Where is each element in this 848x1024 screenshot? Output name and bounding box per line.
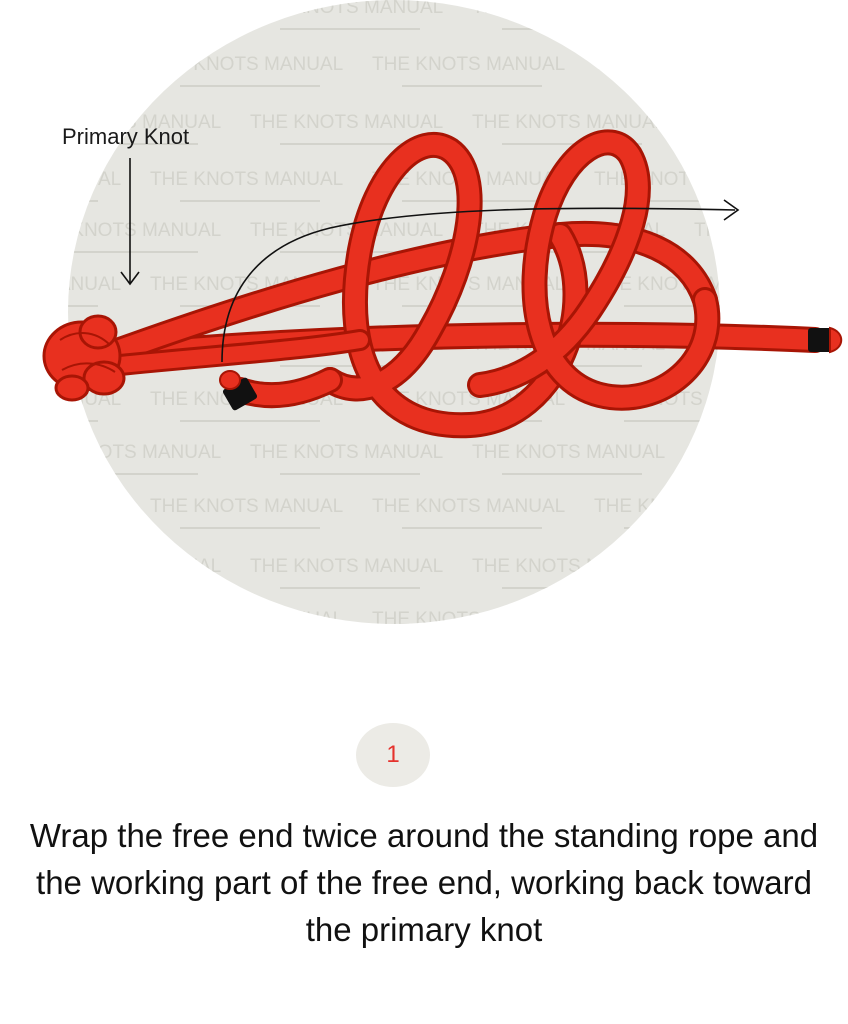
background-circle <box>68 0 720 624</box>
watermark-text: THE KNOTS MANUAL <box>250 112 443 133</box>
watermark-text: THE KNOTS MANUAL <box>150 169 343 190</box>
watermark-text: THE KNOTS MANUAL <box>694 0 848 18</box>
watermark-text: THE KNOTS MANUAL <box>0 169 121 190</box>
watermark-text: THE KNOTS MANUAL <box>28 0 221 18</box>
watermark-text: THE KNOTS MANUAL <box>694 112 848 133</box>
watermark-text: THE KNOTS MANUAL <box>150 496 343 517</box>
watermark-text: THE KNOTS MANUAL <box>28 556 221 577</box>
watermark-text: THE KNOTS MANUAL <box>0 609 121 630</box>
watermark-text: THE KNOTS MANUAL <box>250 556 443 577</box>
watermark-text: THE KNOTS MANUAL <box>372 496 565 517</box>
watermark-text: THE KNOTS MANUAL <box>372 54 565 75</box>
watermark-text: THE KNOTS MANUAL <box>816 274 848 295</box>
watermark-text: THE KNOTS MANUAL <box>816 389 848 410</box>
knot-diagram: THE KNOTS MANUAL THE KNOTS MANUAL THE KNOT… <box>0 0 848 630</box>
watermark-text: THE KNOTS MANUAL <box>694 220 848 241</box>
watermark-text: THE KNOTS MANUAL <box>816 54 848 75</box>
watermark-text: THE KNOTS MANUAL <box>594 609 787 630</box>
watermark-text: THE KNOTS MANUAL <box>472 442 665 463</box>
watermark-text: THE KNOTS MANUAL <box>150 609 343 630</box>
watermark-text: THE KNOTS MANUAL <box>250 0 443 18</box>
watermark-text: THE KNOTS MANUAL <box>28 220 221 241</box>
primary-knot-label: Primary Knot <box>62 124 190 149</box>
primary-knot-indicator-arrow <box>120 158 140 286</box>
watermark-text: THE KNOTS MANUAL <box>594 54 787 75</box>
watermark-text: THE KNOTS MANUAL <box>472 112 665 133</box>
watermark-text: THE KNOTS MANUAL <box>250 220 443 241</box>
direction-arrow <box>221 199 740 363</box>
watermark-text: THE KNOTS MANUAL <box>372 274 565 295</box>
watermark-text: THE KNOTS MANUAL <box>816 496 848 517</box>
watermark-text: THE KNOTS MANUAL <box>594 169 787 190</box>
step-number-badge: 1 <box>356 723 430 787</box>
watermark-text: THE KNOTS MANUAL <box>594 496 787 517</box>
watermark-text: THE KNOTS MANUAL <box>816 169 848 190</box>
watermark-text: THE KNOTS MANUAL <box>694 442 848 463</box>
free-end-tip <box>219 370 258 411</box>
watermark-text: THE KNOTS MANUAL <box>250 442 443 463</box>
watermark-text: THE KNOTS MANUAL <box>0 496 121 517</box>
watermark-text: THE KNOTS MANUAL <box>472 0 665 18</box>
watermark-text: THE KNOTS MANUAL <box>150 54 343 75</box>
watermark-text: THE KNOTS MANUAL <box>816 609 848 630</box>
standing-rope-tip <box>808 326 843 354</box>
watermark-text: THE KNOTS MANUAL <box>0 274 121 295</box>
rope <box>107 129 828 439</box>
watermark-text: THE KNOTS MANUAL <box>372 609 565 630</box>
primary-knot <box>42 314 126 402</box>
step-instruction: Wrap the free end twice around the stand… <box>29 817 819 948</box>
watermark-text: THE KNOTS MANUAL <box>0 54 121 75</box>
watermark-text: THE KNOTS MANUAL <box>694 556 848 577</box>
watermark-text: THE KNOTS MANUAL <box>472 556 665 577</box>
watermark-text: THE KNOTS MANUAL <box>28 442 221 463</box>
